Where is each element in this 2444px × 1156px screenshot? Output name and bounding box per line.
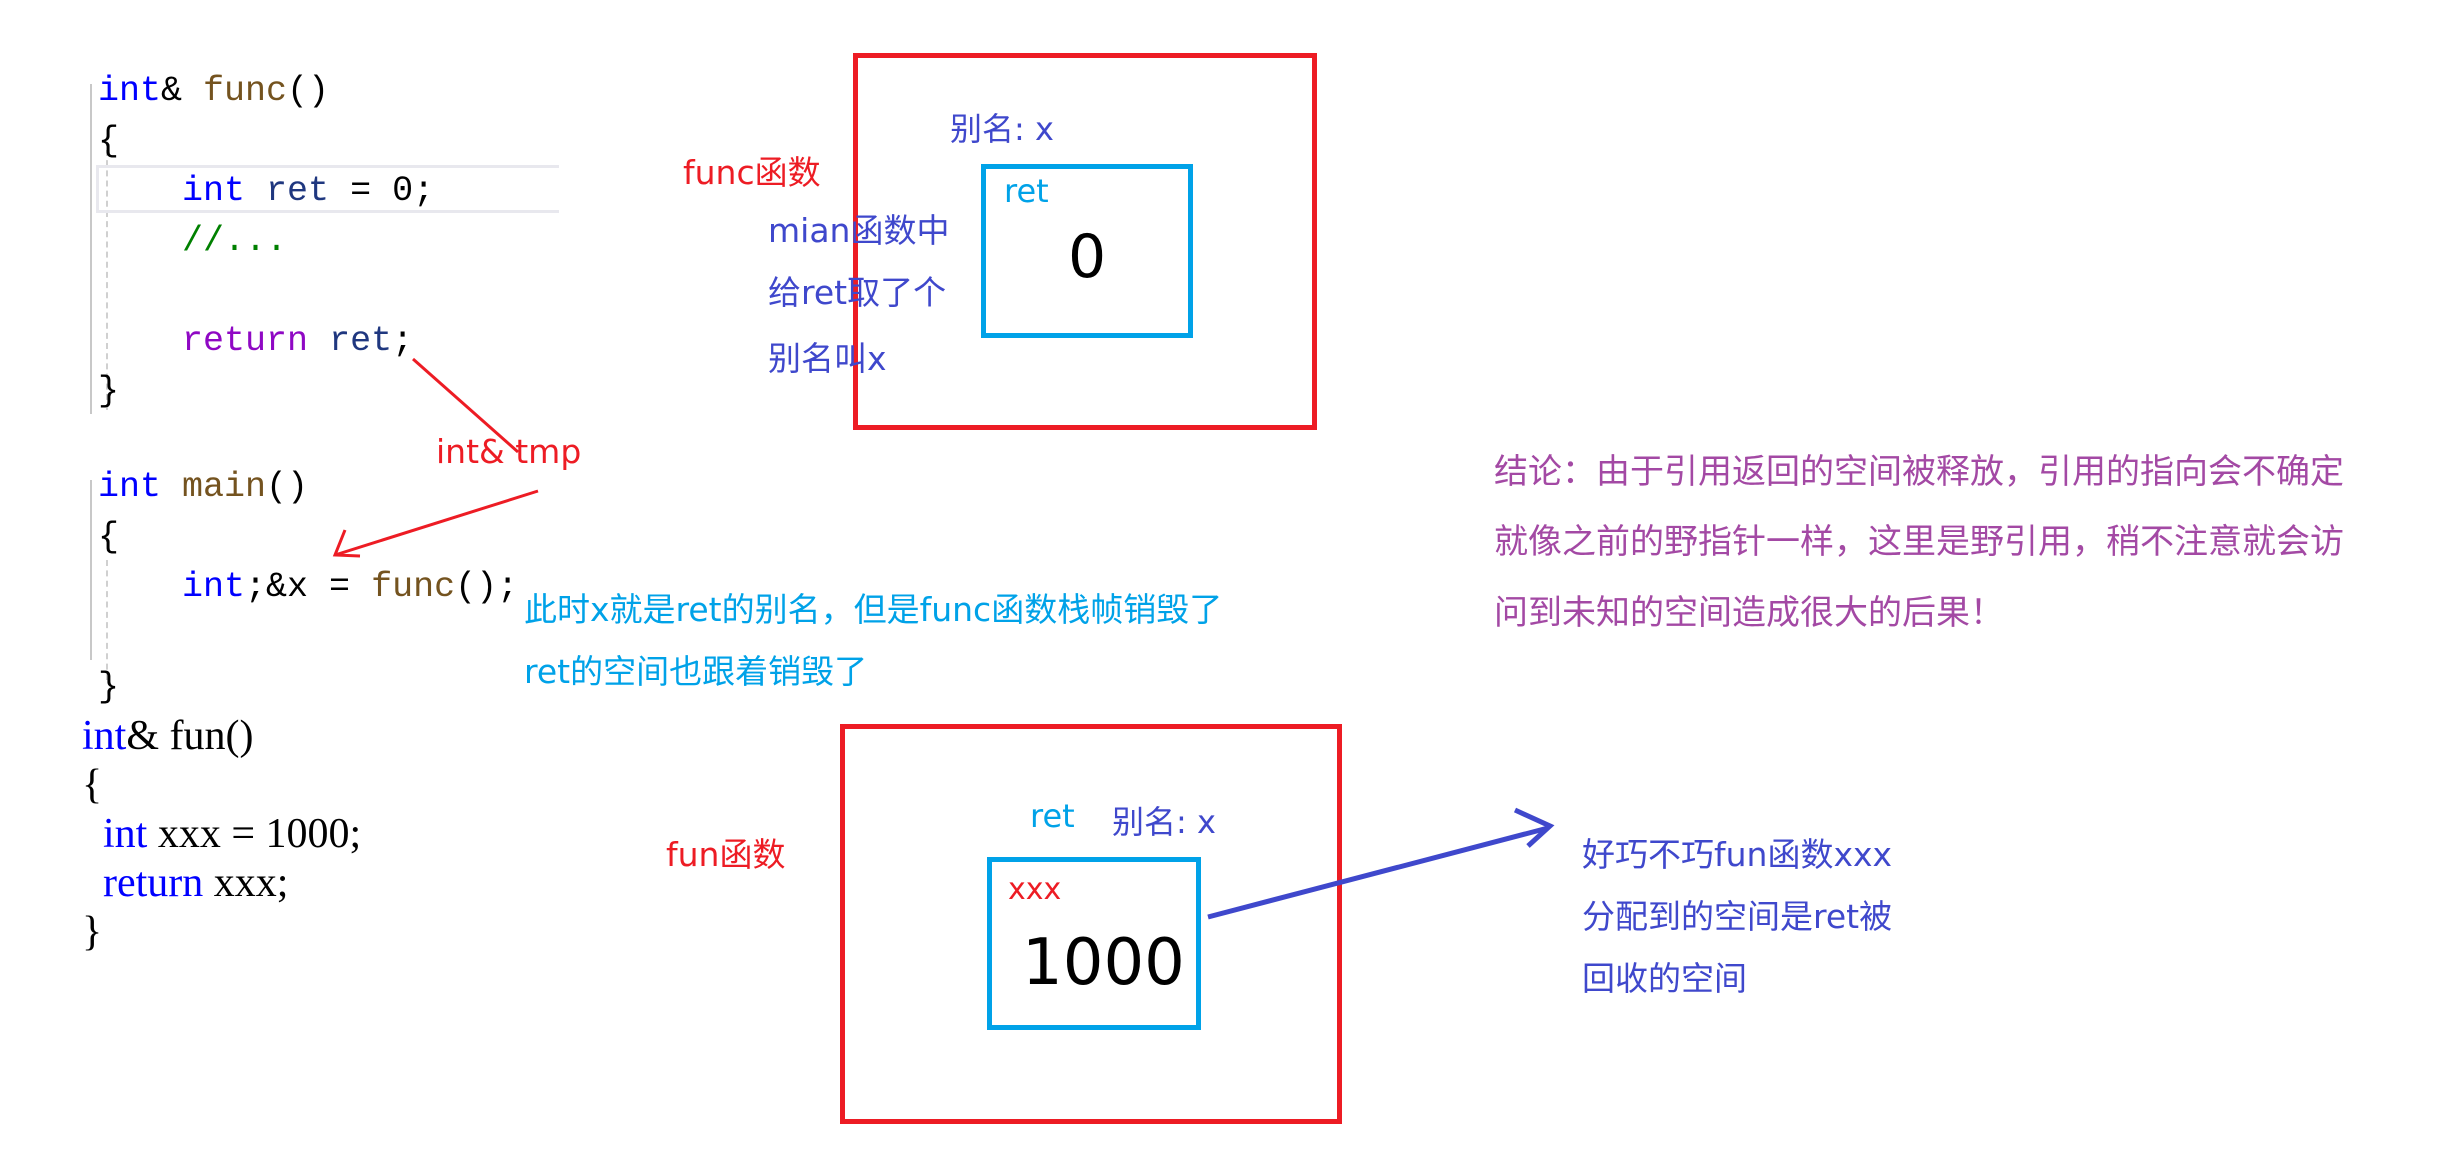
code-token: () [225, 713, 254, 759]
code-func: int& func(){ int ret = 0; //... return r… [98, 66, 434, 416]
xxx-cell [987, 857, 1201, 1030]
alias-note-line: 别名叫x [768, 339, 887, 378]
code-token: () [287, 71, 330, 111]
code-token: main [182, 467, 267, 507]
code-token: ret [266, 171, 330, 211]
code-line: { [82, 761, 361, 810]
conclusion-line: 结论：由于引用返回的空间被释放，引用的指向会不确定 [1494, 452, 2344, 492]
code-fun: int& fun(){ int xxx = 1000; return xxx;} [82, 712, 361, 957]
code-line: //... [98, 216, 434, 266]
code-token: ret [329, 321, 393, 361]
current-line-highlight [96, 165, 559, 213]
alias-label: 别名: x [950, 110, 1054, 148]
reuse-note-line: 好巧不巧fun函数xxx [1582, 835, 1893, 874]
code-line: int& func() [98, 66, 434, 116]
code-line: { [98, 512, 518, 562]
code-line: } [98, 366, 434, 416]
code-token: int [82, 713, 127, 759]
code-token: ; [392, 321, 414, 361]
alias-note-line: 给ret取了个 [768, 273, 947, 312]
code-token: } [98, 667, 120, 707]
code-token: } [82, 909, 103, 955]
code-gutter [90, 84, 92, 414]
code-line: { [98, 116, 434, 166]
code-token: xxx; [203, 860, 289, 906]
xxx-cell-name: xxx [1008, 872, 1062, 907]
code-token: int [182, 171, 246, 211]
fun-stack-frame [840, 724, 1342, 1124]
arrow-label-int-tmp: int& tmp [436, 432, 582, 471]
func-frame-label: func函数 [683, 153, 821, 192]
code-token: & [126, 713, 170, 759]
code-token: int [182, 567, 246, 607]
code-token: ;&x = [245, 567, 372, 607]
indent-guide [106, 150, 108, 410]
alias-note-line: mian函数中 [768, 211, 950, 250]
code-line: int;&x = func(); [98, 562, 518, 612]
code-token: { [82, 762, 103, 808]
code-token: { [98, 121, 120, 161]
code-token: return [182, 321, 309, 361]
code-line: return xxx; [82, 859, 361, 908]
reuse-note-line: 回收的空间 [1582, 959, 1747, 998]
tmp-to-x-arrow-shaft [334, 489, 539, 557]
code-token: } [98, 371, 120, 411]
code-main: int main(){ int;&x = func();} [98, 462, 518, 712]
code-token: int [103, 811, 148, 857]
code-line: int& fun() [82, 712, 361, 761]
code-line: } [98, 662, 518, 712]
code-line: return ret; [98, 316, 434, 366]
explain-line: ret的空间也跟着销毁了 [524, 652, 868, 691]
ret-label: ret [1030, 797, 1075, 835]
tmp-to-x-arrowhead-icon [332, 529, 361, 558]
xxx-cell-value: 1000 [1022, 926, 1185, 1000]
code-token: int [98, 71, 162, 111]
ret-cell-value: 0 [1068, 222, 1107, 292]
return-pointer-line [412, 357, 519, 454]
code-token: & [161, 71, 204, 111]
ret-cell-name: ret [1004, 172, 1049, 210]
indent-guide [106, 560, 108, 680]
code-token: (); [455, 567, 519, 607]
code-line: int ret = 0; [98, 166, 434, 216]
code-token: int [98, 467, 162, 507]
code-token: //... [182, 221, 288, 261]
code-token: { [98, 517, 120, 557]
code-token: = 0; [329, 171, 435, 211]
reuse-note-line: 分配到的空间是ret被 [1582, 897, 1893, 936]
code-token: return [103, 860, 204, 906]
code-token: xxx = 1000; [147, 811, 362, 857]
conclusion-line: 就像之前的野指针一样，这里是野引用，稍不注意就会访 [1494, 522, 2344, 562]
reuse-arrowhead-icon [1513, 807, 1555, 848]
code-line: } [82, 908, 361, 957]
code-token: () [266, 467, 309, 507]
code-gutter [90, 480, 92, 660]
ret-cell [981, 164, 1193, 338]
conclusion-line: 问到未知的空间造成很大的后果！ [1494, 593, 2004, 633]
code-token: fun [169, 713, 226, 759]
code-token: func [371, 567, 456, 607]
code-line: int xxx = 1000; [82, 810, 361, 859]
func-stack-frame [853, 53, 1317, 430]
code-token: func [203, 71, 288, 111]
alias-label: 别名: x [1112, 803, 1216, 841]
explain-line: 此时x就是ret的别名，但是func函数栈帧销毁了 [524, 590, 1223, 629]
code-line: int main() [98, 462, 518, 512]
fun-frame-label: fun函数 [666, 835, 786, 874]
reuse-arrow-shaft [1207, 825, 1549, 920]
